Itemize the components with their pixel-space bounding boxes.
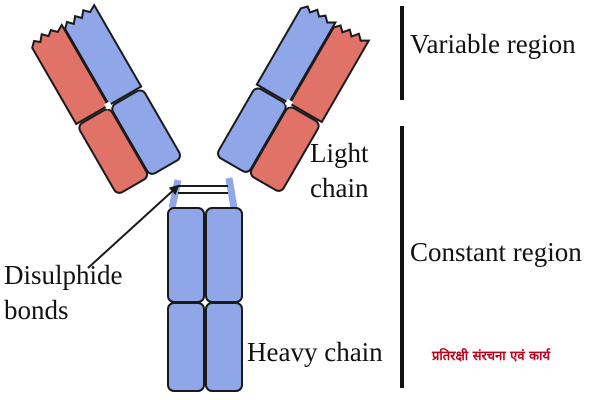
light-chain-constant-domain-left — [78, 108, 149, 194]
right-arm — [217, 5, 371, 192]
arm-joint-left — [104, 101, 113, 110]
light-chain-label-line2: chain — [310, 173, 369, 204]
light-chain-label-line1: Light — [310, 138, 369, 168]
hindi-caption: प्रतिरक्षी संरचना एवं कार्य — [432, 349, 551, 364]
light-chain-variable-domain-right — [288, 24, 371, 124]
heavy-constant-domain — [167, 302, 205, 392]
left-arm — [31, 3, 181, 194]
light-chain-label: Light chain — [310, 136, 369, 206]
heavy-constant-domain — [167, 207, 205, 303]
stem-heavy-chains — [167, 207, 243, 392]
disulphide-label-line1: Disulphide — [4, 260, 123, 290]
variable-region-label: Variable region — [410, 29, 576, 59]
heavy-constant-domain — [205, 207, 243, 303]
disulphide-arrow — [87, 184, 180, 269]
disulphide-label-line2: bonds — [4, 295, 69, 326]
hinge-left — [168, 179, 182, 209]
heavy-chain-label: Heavy chain — [247, 337, 383, 367]
disulphide-bonds — [178, 185, 228, 194]
hinge-right — [225, 177, 238, 209]
arm-joint-right — [284, 98, 293, 108]
heavy-chain-variable-domain-left — [64, 3, 143, 107]
disulphide-bonds-label: Disulphide bonds — [4, 258, 123, 328]
light-chain-constant-domain-right — [249, 106, 320, 192]
constant-region-label: Constant region — [410, 237, 582, 267]
heavy-constant-domain — [205, 302, 243, 392]
light-chain-variable-domain-left — [31, 23, 110, 126]
